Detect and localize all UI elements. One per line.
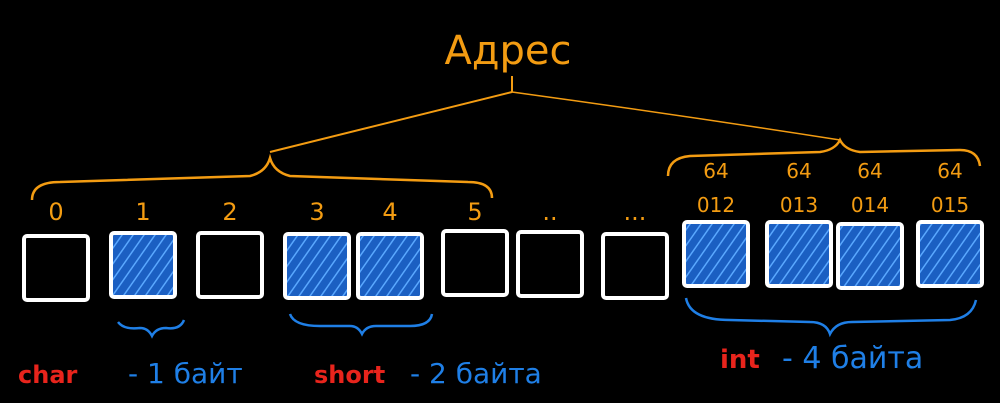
memory-cell-filled xyxy=(283,232,351,300)
address-label: 0 xyxy=(48,198,63,226)
memory-cell-filled xyxy=(836,222,904,290)
memory-cell-empty xyxy=(22,234,90,302)
address-pointer-right xyxy=(511,91,841,141)
memory-cell-filled xyxy=(682,220,750,288)
address-pointer-left xyxy=(269,91,513,153)
int-type-label: int xyxy=(720,345,760,375)
address-brace-left xyxy=(30,153,494,201)
short-type-label: short xyxy=(314,361,385,389)
address-label: ... xyxy=(624,198,647,226)
char-size-label: - 1 байт xyxy=(128,357,243,390)
memory-cell-empty xyxy=(441,229,509,297)
memory-cell-filled xyxy=(109,231,177,299)
memory-cell-filled xyxy=(916,220,984,288)
address-brace-right xyxy=(666,137,982,177)
address-label: 1 xyxy=(135,198,150,226)
memory-cell-empty xyxy=(196,231,264,299)
int-size-label: - 4 байта xyxy=(782,341,923,376)
address-label: 014 xyxy=(851,193,889,217)
address-label: 4 xyxy=(382,198,397,226)
memory-cells xyxy=(22,220,984,302)
address-prefix-label: 64 xyxy=(857,159,882,183)
address-label: 5 xyxy=(467,198,482,226)
short-brace xyxy=(288,313,434,337)
memory-cell-filled xyxy=(765,220,833,288)
address-label: 012 xyxy=(697,193,735,217)
char-brace xyxy=(117,319,186,339)
address-label: .. xyxy=(542,198,557,226)
address-title: Адрес xyxy=(444,28,571,74)
char-type-label: char xyxy=(18,361,78,389)
memory-cell-filled xyxy=(356,232,424,300)
memory-cell-empty xyxy=(516,230,584,298)
address-prefix-label: 64 xyxy=(937,159,962,183)
int-brace xyxy=(684,297,978,338)
short-size-label: - 2 байта xyxy=(410,357,542,390)
address-label: 2 xyxy=(222,198,237,226)
address-label: 015 xyxy=(931,193,969,217)
address-prefix-label: 64 xyxy=(786,159,811,183)
address-label: 3 xyxy=(309,198,324,226)
address-prefix-label: 64 xyxy=(703,159,728,183)
address-label: 013 xyxy=(780,193,818,217)
memory-cell-empty xyxy=(601,232,669,300)
